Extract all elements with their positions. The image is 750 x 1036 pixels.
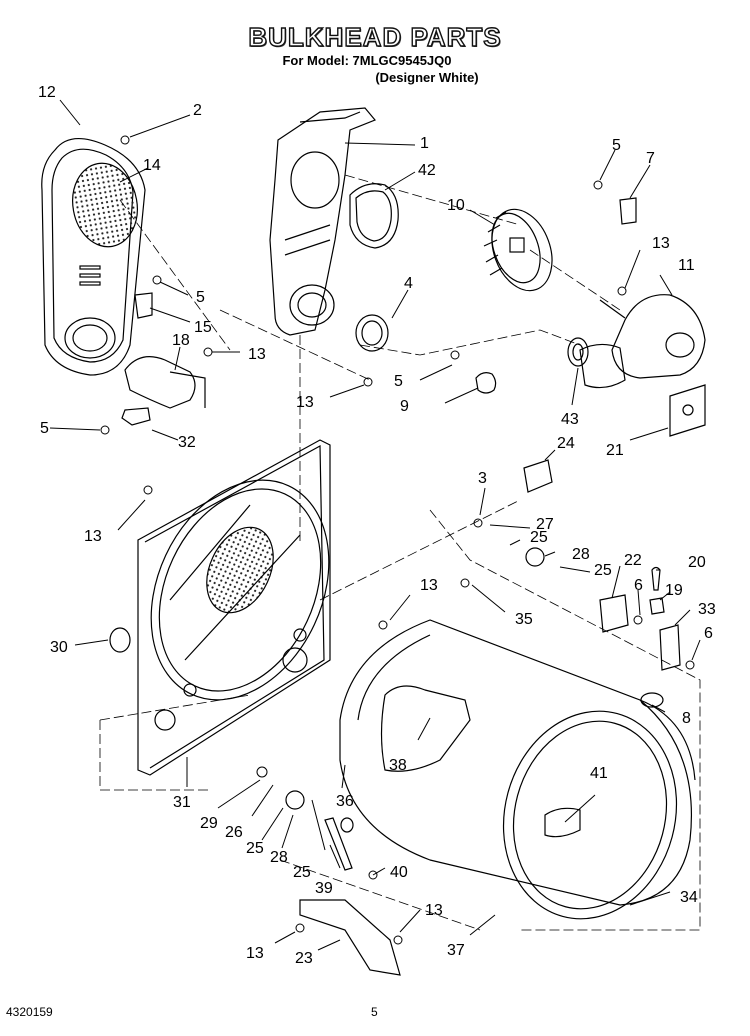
callout-19: 19 xyxy=(665,582,683,599)
callout-6b: 6 xyxy=(704,625,713,642)
drum-baffle-part xyxy=(544,807,581,838)
callout-13d: 13 xyxy=(420,577,438,594)
callout-13b: 13 xyxy=(296,394,314,411)
part-19 xyxy=(649,597,665,615)
callout-27: 27 xyxy=(536,516,554,533)
callout-30: 30 xyxy=(50,639,68,656)
callout-10: 10 xyxy=(447,197,465,214)
callout-14: 14 xyxy=(143,157,161,174)
callout-3: 3 xyxy=(478,470,487,487)
callout-21: 21 xyxy=(606,442,624,459)
callout-35: 35 xyxy=(515,611,533,628)
callout-13f: 13 xyxy=(425,902,443,919)
bracket-7-part xyxy=(619,197,637,225)
callout-33: 33 xyxy=(698,601,716,618)
roller-front-part xyxy=(285,790,305,810)
baffle-part xyxy=(380,685,471,772)
drum-part xyxy=(339,619,696,920)
callout-25a: 25 xyxy=(530,529,548,546)
callout-4: 4 xyxy=(404,275,413,292)
callout-25c: 25 xyxy=(246,840,264,857)
blower-housing-part xyxy=(579,294,706,389)
page-title: BULKHEAD PARTS xyxy=(248,21,502,52)
clip-part xyxy=(121,407,151,426)
bracket-33-part xyxy=(659,624,681,671)
bearing-part xyxy=(475,372,497,394)
callout-42: 42 xyxy=(418,162,436,179)
callout-2: 2 xyxy=(193,102,202,119)
callout-5a: 5 xyxy=(196,289,205,306)
shaft-39-part xyxy=(324,817,353,871)
model-color: (Designer White) xyxy=(375,70,479,85)
callout-5d: 5 xyxy=(612,137,621,154)
callout-41: 41 xyxy=(590,765,608,782)
callout-5b: 5 xyxy=(40,420,49,437)
model-number: For Model: 7MLGC9545JQ0 xyxy=(282,53,452,68)
callout-39: 39 xyxy=(315,880,333,897)
callout-20: 20 xyxy=(688,554,706,571)
callout-22: 22 xyxy=(624,552,642,569)
callout-28b: 28 xyxy=(270,849,288,866)
callout-34: 34 xyxy=(680,889,698,906)
blower-seal-part xyxy=(567,337,589,367)
leader-lines xyxy=(49,99,701,951)
callout-40: 40 xyxy=(390,864,408,881)
callout-labels: 1 2 3 4 5 5 5 5 6 6 7 8 9 10 11 12 13 13… xyxy=(38,84,716,967)
thermistor-part xyxy=(651,566,661,591)
callout-32: 32 xyxy=(178,434,196,451)
callout-28a: 28 xyxy=(572,546,590,563)
callout-15: 15 xyxy=(194,319,212,336)
bracket-22-part xyxy=(599,594,629,633)
plug-part xyxy=(640,692,664,708)
front-duct-part xyxy=(41,138,146,376)
doc-number: 4320159 xyxy=(6,1005,53,1019)
callout-13e: 13 xyxy=(652,235,670,252)
roller-28-part xyxy=(525,547,545,567)
callout-9: 9 xyxy=(400,398,409,415)
blower-wheel-part xyxy=(483,208,553,292)
air-duct-part xyxy=(269,107,376,336)
callout-25b: 25 xyxy=(594,562,612,579)
callout-36: 36 xyxy=(336,793,354,810)
bulkhead-part xyxy=(137,439,331,776)
callout-18: 18 xyxy=(172,332,190,349)
callout-31: 31 xyxy=(173,794,191,811)
callout-13a: 13 xyxy=(248,346,266,363)
callout-11: 11 xyxy=(678,257,695,274)
callout-8: 8 xyxy=(682,710,691,727)
page-number: 5 xyxy=(371,1005,378,1019)
callout-13c: 13 xyxy=(84,528,102,545)
assembly-lines xyxy=(99,174,701,931)
callout-25d: 25 xyxy=(293,864,311,881)
callout-38: 38 xyxy=(389,757,407,774)
callout-37: 37 xyxy=(447,942,465,959)
callout-43: 43 xyxy=(561,411,579,428)
label-part xyxy=(669,384,706,437)
callout-12: 12 xyxy=(38,84,56,101)
sensor-part xyxy=(124,356,196,409)
callout-26: 26 xyxy=(225,824,243,841)
idler-spring-part xyxy=(523,459,553,493)
callout-23: 23 xyxy=(295,950,313,967)
bracket-23-part xyxy=(299,899,401,976)
callout-6a: 6 xyxy=(634,577,643,594)
callout-24: 24 xyxy=(557,435,575,452)
bracket-part xyxy=(134,292,153,319)
callout-5c: 5 xyxy=(394,373,403,390)
callout-29: 29 xyxy=(200,815,218,832)
screws xyxy=(100,135,695,945)
callout-7: 7 xyxy=(646,150,655,167)
roller-part xyxy=(109,627,131,653)
callout-13g: 13 xyxy=(246,945,264,962)
callout-1: 1 xyxy=(420,135,429,152)
ring-seal-part xyxy=(355,314,389,352)
